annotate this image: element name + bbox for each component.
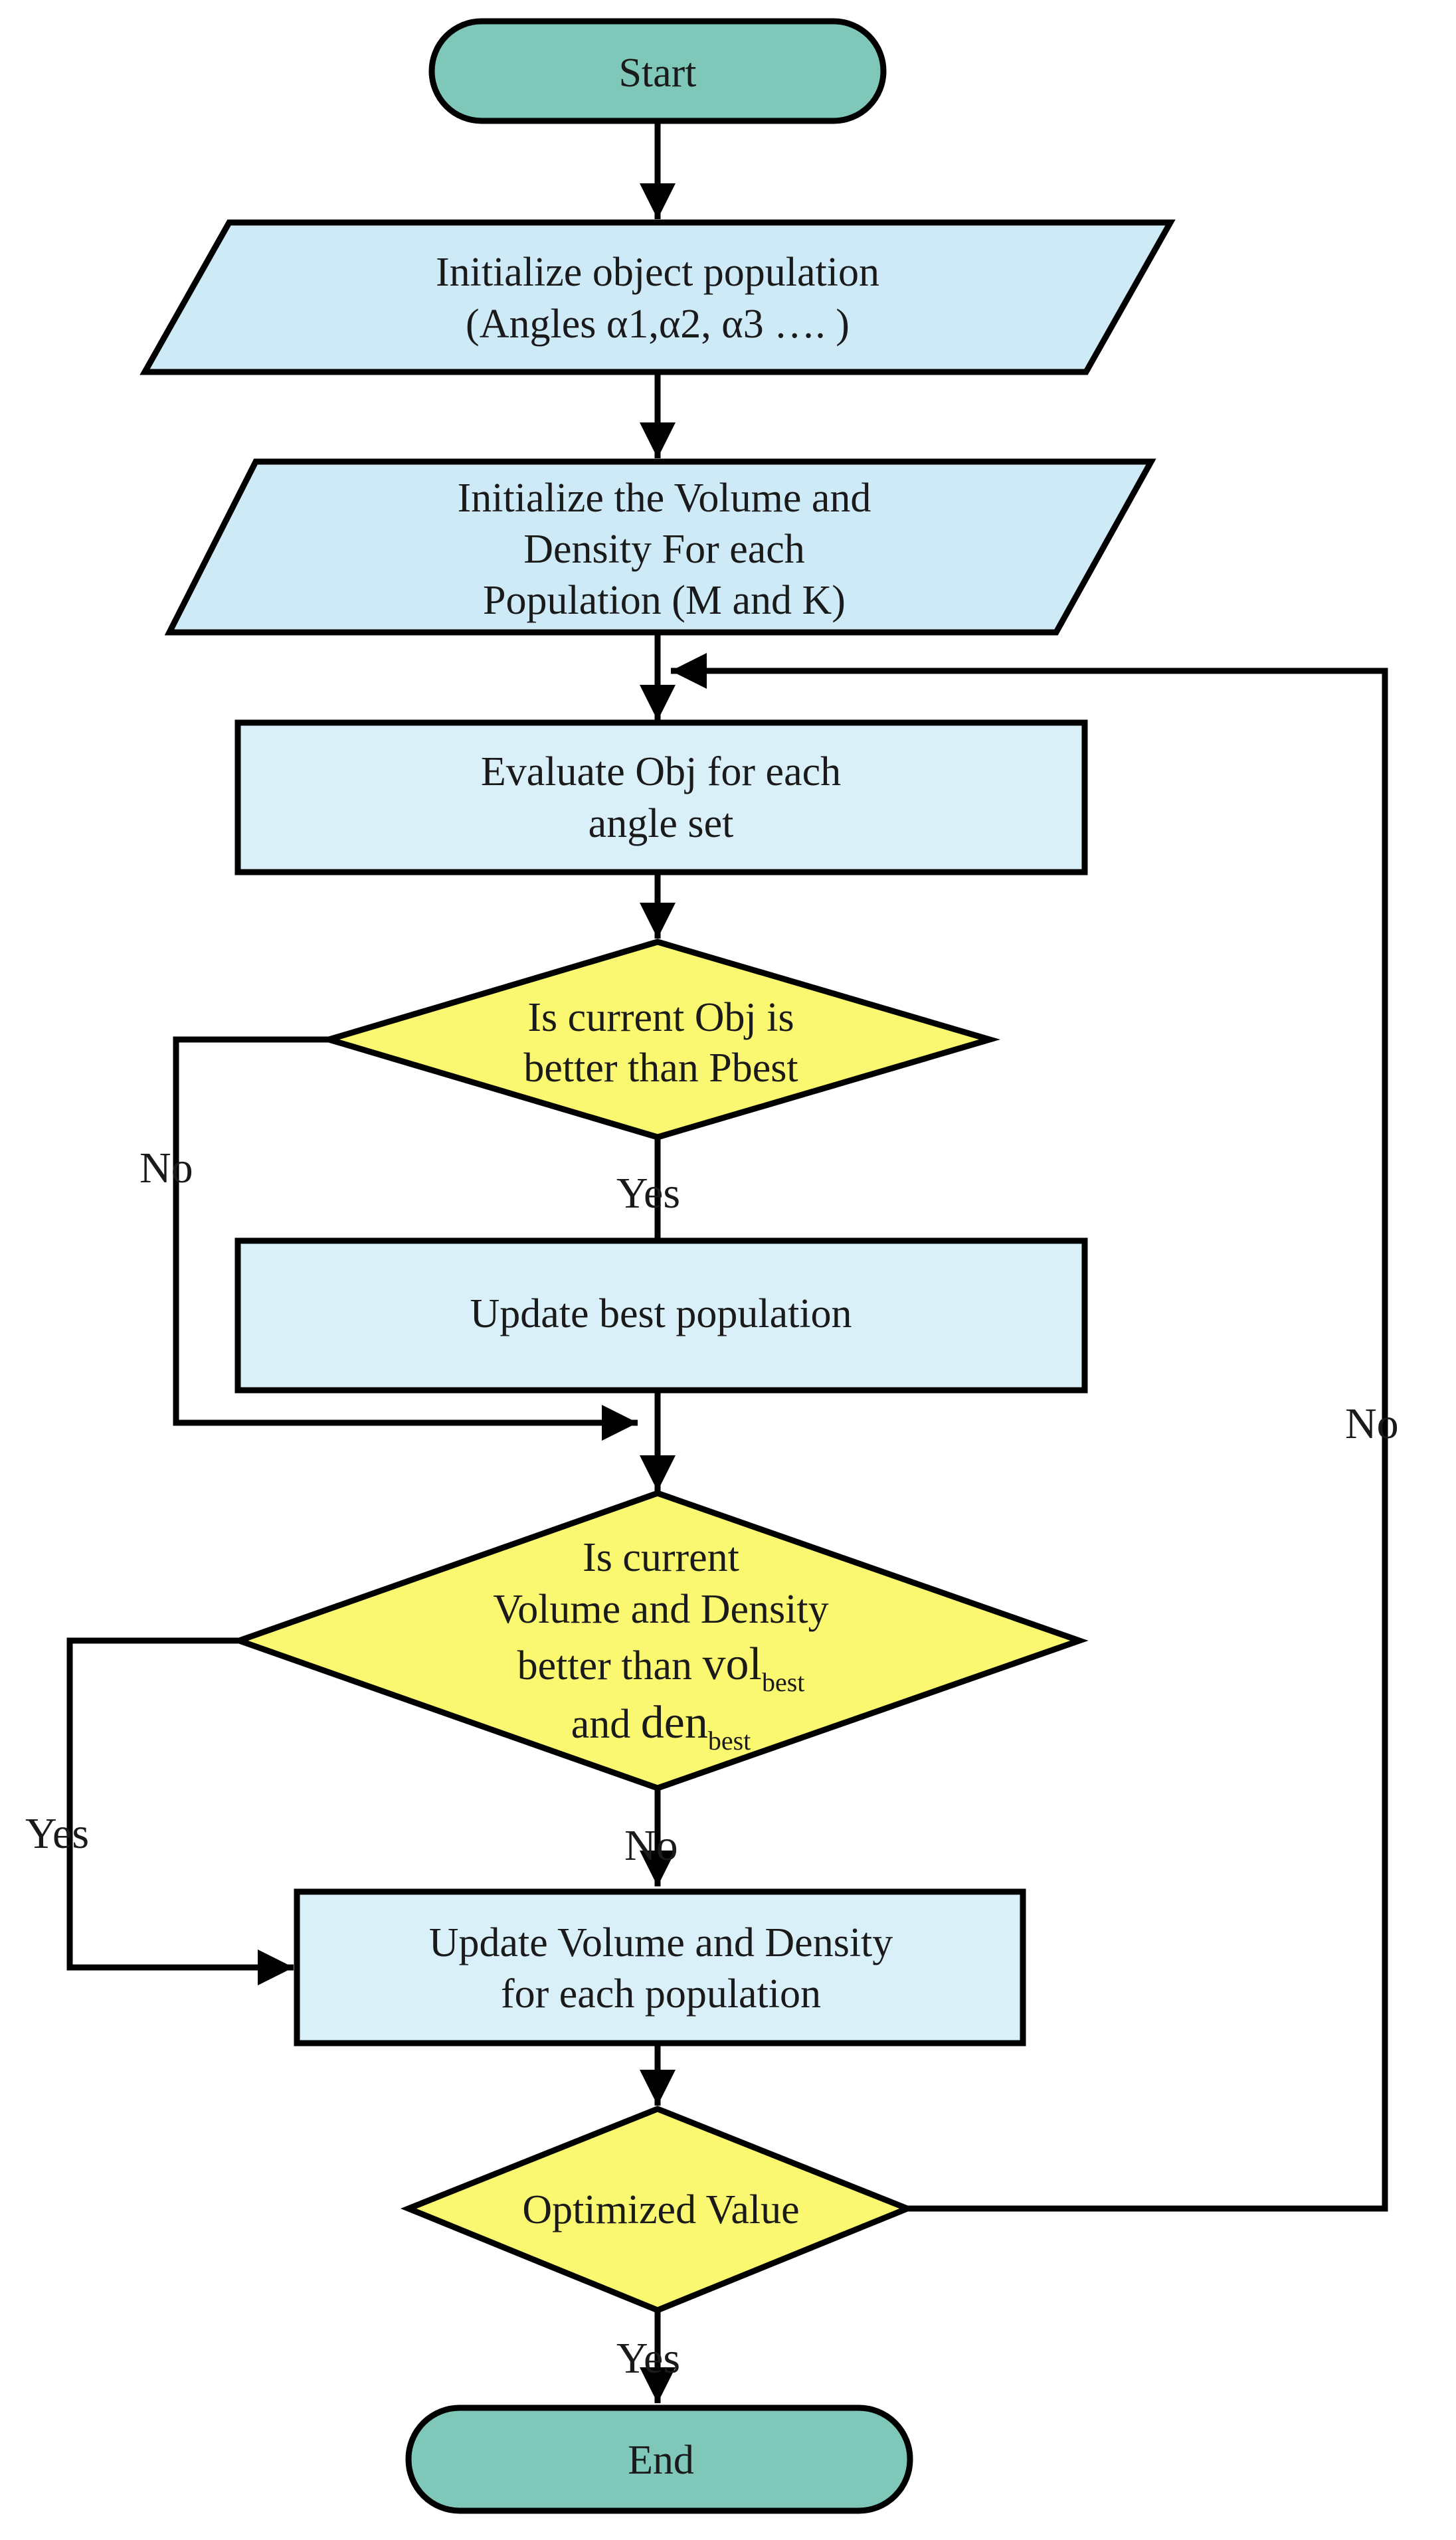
decision-volume-shape bbox=[230, 1490, 1089, 1791]
optimized-shape bbox=[400, 2106, 916, 2313]
decision-volume-line-1: Is current bbox=[583, 1535, 739, 1580]
update-volume-shape bbox=[294, 1888, 1026, 2046]
label-optimized-yes: Yes bbox=[616, 2334, 680, 2383]
evaluate-node: Evaluate Obj for each angle set bbox=[234, 719, 1088, 875]
init-volume-line-3: Population (M and K) bbox=[483, 578, 846, 623]
update-best-node: Update best population bbox=[234, 1237, 1088, 1394]
edge-pbest-no bbox=[173, 1036, 638, 1441]
update-best-label: Update best population bbox=[470, 1291, 852, 1336]
decision-volume-line-2: Volume and Density bbox=[493, 1587, 828, 1632]
end-shape bbox=[405, 2404, 913, 2514]
vol-best-var: vol bbox=[703, 1639, 762, 1690]
end-label: End bbox=[628, 2438, 694, 2483]
decision-pbest-line-1: Is current Obj is bbox=[527, 995, 794, 1040]
decision-volume-line-4-text: and bbox=[571, 1702, 641, 1747]
label-pbest-yes: Yes bbox=[616, 1169, 680, 1218]
evaluate-line-1: Evaluate Obj for each bbox=[481, 749, 841, 794]
edge-volume-yes bbox=[66, 1637, 294, 1985]
update-best-shape bbox=[234, 1237, 1088, 1394]
label-volume-no: No bbox=[624, 1821, 678, 1870]
decision-pbest-shape bbox=[318, 939, 1000, 1140]
init-volume-line-2: Density For each bbox=[523, 527, 805, 572]
decision-pbest-node: Is current Obj is better than Pbest bbox=[318, 939, 1000, 1140]
vol-best-subscript: best bbox=[762, 1667, 804, 1697]
init-population-node: Initialize object population (Angles α1,… bbox=[139, 219, 1176, 375]
init-population-line-2: (Angles α1,α2, α3 …. ) bbox=[466, 302, 850, 347]
decision-pbest-line-2: better than Pbest bbox=[523, 1045, 798, 1091]
init-volume-shape bbox=[164, 458, 1156, 636]
den-best-subscript: best bbox=[708, 1726, 751, 1756]
optimized-node: Optimized Value bbox=[400, 2106, 916, 2313]
decision-volume-line-3: better than volbest bbox=[517, 1639, 805, 1697]
label-optimized-no: No bbox=[1345, 1400, 1399, 1448]
start-shape bbox=[428, 18, 887, 124]
label-pbest-no: No bbox=[139, 1144, 193, 1192]
optimized-label: Optimized Value bbox=[522, 2187, 799, 2232]
start-terminal: Start bbox=[428, 18, 887, 124]
decision-volume-node: Is current Volume and Density better tha… bbox=[230, 1490, 1089, 1791]
init-population-line-1: Initialize object population bbox=[436, 250, 879, 295]
update-volume-line-2: for each population bbox=[501, 1971, 821, 2017]
end-terminal: End bbox=[405, 2404, 913, 2514]
evaluate-shape bbox=[234, 719, 1088, 875]
init-volume-node: Initialize the Volume and Density For ea… bbox=[164, 458, 1156, 636]
den-best-var: den bbox=[641, 1697, 708, 1748]
evaluate-line-2: angle set bbox=[589, 801, 734, 846]
decision-volume-line-4: and denbest bbox=[571, 1697, 751, 1756]
update-volume-node: Update Volume and Density for each popul… bbox=[294, 1888, 1026, 2046]
label-volume-yes: Yes bbox=[25, 1809, 89, 1858]
decision-volume-line-3-text: better than bbox=[517, 1643, 703, 1688]
init-volume-line-1: Initialize the Volume and bbox=[458, 476, 871, 521]
start-label: Start bbox=[618, 50, 696, 96]
init-population-shape bbox=[139, 219, 1176, 375]
update-volume-line-1: Update Volume and Density bbox=[429, 1920, 893, 1965]
edge-optimized-no bbox=[671, 653, 1388, 2212]
